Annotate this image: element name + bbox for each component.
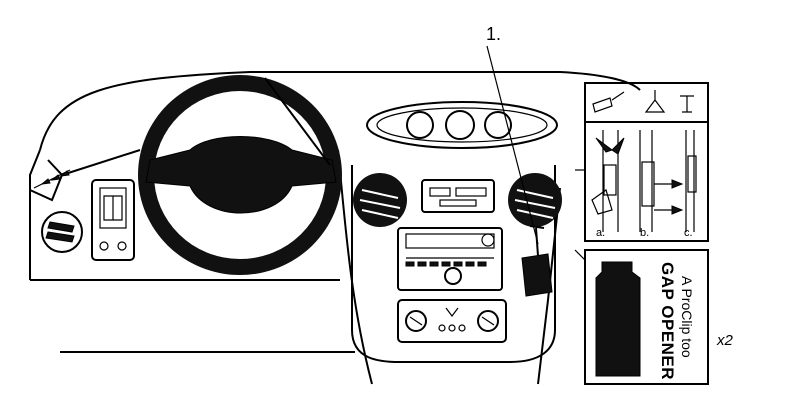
climate-control-icon <box>397 299 507 343</box>
step-c-label: c. <box>684 227 693 239</box>
step-a-label: a. <box>596 227 605 239</box>
instruction-panel: a. b. c. <box>584 82 709 242</box>
gap-opener-title: GAP OPENER <box>658 262 677 380</box>
center-display-icon <box>421 179 495 213</box>
gauge-cluster-icon <box>366 101 558 149</box>
step-b-diagram: b. <box>639 130 684 239</box>
step-a-diagram: a. <box>591 130 625 239</box>
radio-icon <box>397 227 503 291</box>
center-left-air-vent-icon <box>353 173 407 227</box>
side-vent-icon <box>33 169 71 189</box>
frame-lines <box>574 169 586 261</box>
steering-wheel-icon <box>138 75 342 275</box>
step-b-label: b. <box>640 227 649 239</box>
gap-opener-subtitle: A ProClip too <box>679 276 695 358</box>
instrument-panel-icon <box>91 179 135 261</box>
callout-1: 1. <box>486 24 539 245</box>
clip-lever-icon <box>680 95 694 113</box>
clip-icon <box>592 91 625 113</box>
mounting-clip-icon <box>521 225 553 297</box>
left-air-vent-icon <box>41 211 83 253</box>
clip-push-icon <box>644 90 666 113</box>
center-right-air-vent-icon <box>508 173 562 227</box>
center-console <box>351 165 556 363</box>
gap-opener-quantity: x2 <box>716 332 734 349</box>
callout-number: 1. <box>486 24 501 44</box>
gap-opener-panel: GAP OPENER A ProClip too <box>584 249 709 385</box>
gap-opener-tool-icon <box>595 261 641 377</box>
step-c-diagram: c. <box>684 130 697 239</box>
